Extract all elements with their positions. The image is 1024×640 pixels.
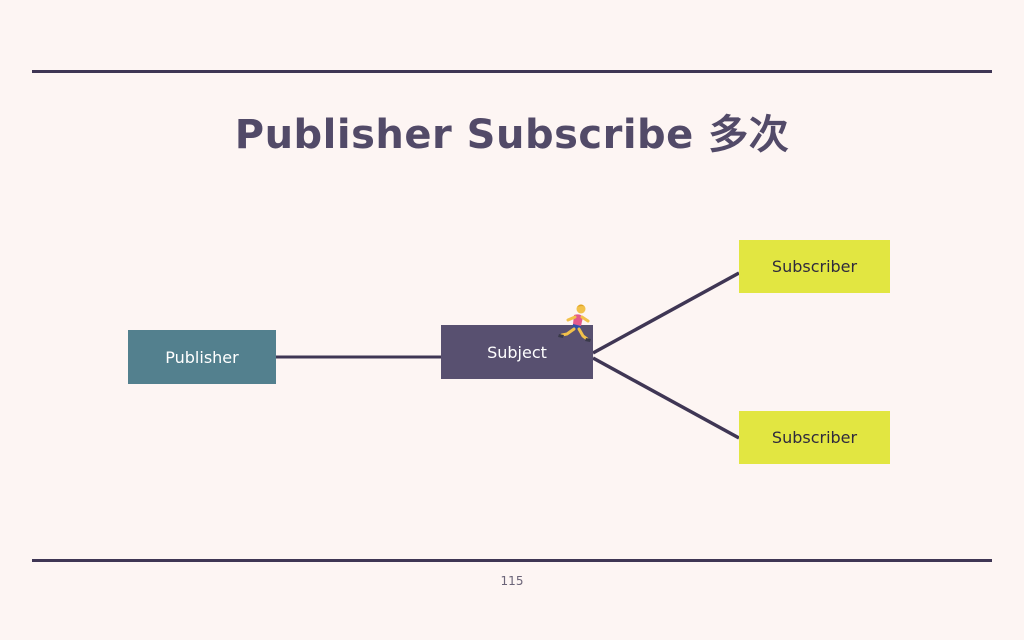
subject-to-subscriber-top-line <box>592 271 740 355</box>
bottom-divider <box>32 559 992 562</box>
subscriber-node-bottom: Subscriber <box>739 411 890 464</box>
subject-to-subscriber-bottom-line <box>592 356 740 440</box>
subscriber-node-top: Subscriber <box>739 240 890 293</box>
page-number: 115 <box>500 574 524 588</box>
top-divider <box>32 70 992 73</box>
slide-title: Publisher Subscribe 多次 <box>234 112 790 158</box>
publisher-node: Publisher <box>128 330 276 384</box>
running-person-icon <box>558 304 591 342</box>
